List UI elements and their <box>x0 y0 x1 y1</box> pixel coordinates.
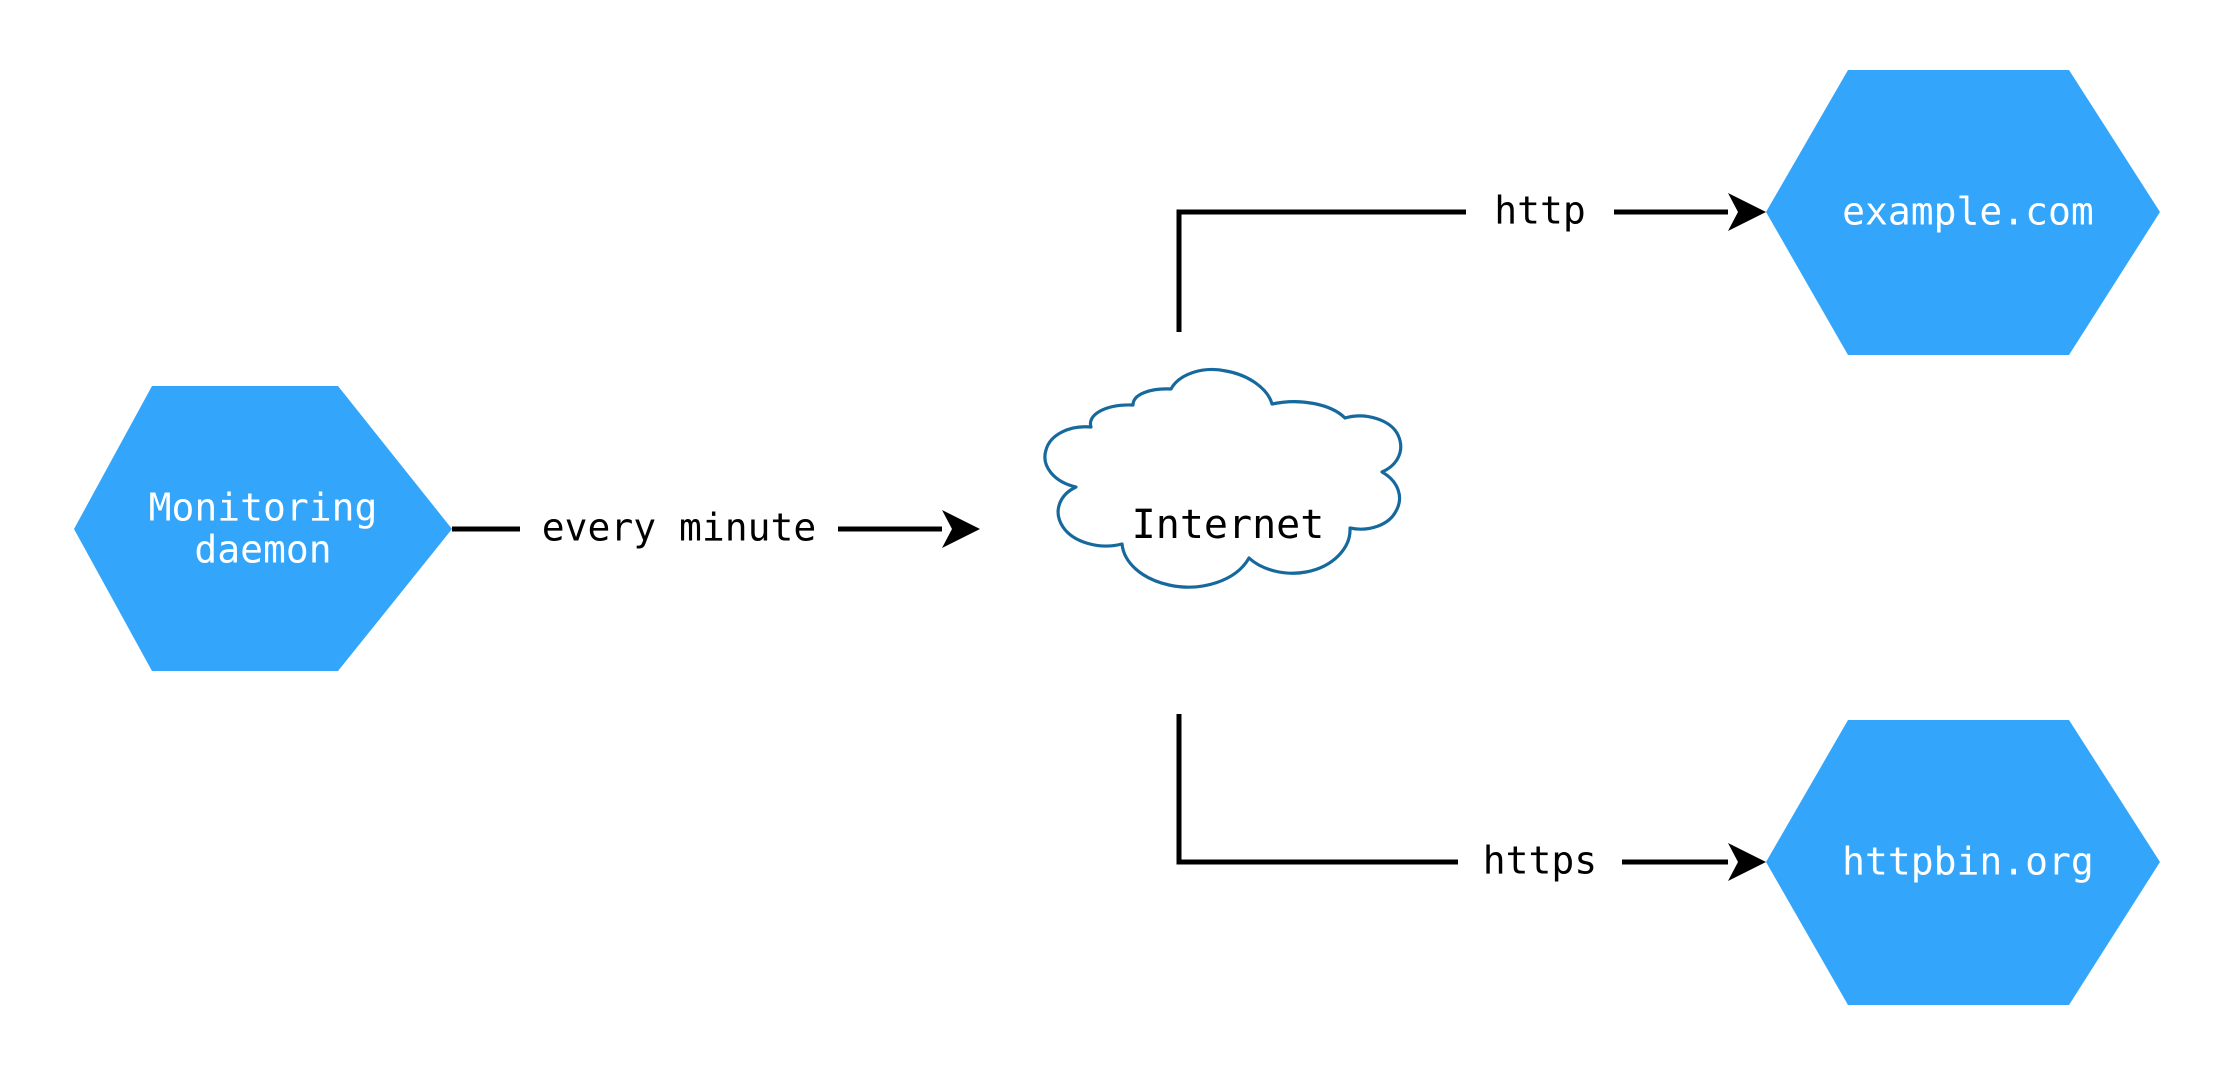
node-label-line-2: daemon <box>194 528 331 572</box>
edge-internet-to-httpbin: https <box>1176 714 1766 883</box>
arrow-head-icon <box>942 510 980 548</box>
hexagon-shape[interactable] <box>1766 70 2160 355</box>
arrow-head-icon <box>1728 193 1766 231</box>
hexagon-shape[interactable] <box>1766 720 2160 1005</box>
edge-elbow-lower <box>1176 714 1458 865</box>
node-label-example-com: example.com <box>1842 190 2094 234</box>
node-httpbin-org[interactable]: httpbin.org <box>1766 720 2160 1005</box>
edge-elbow-upper <box>1176 209 1466 332</box>
node-monitoring-daemon[interactable]: Monitoring daemon <box>74 386 452 671</box>
edge-daemon-to-internet: every minute <box>452 506 980 550</box>
cloud-shape[interactable] <box>1043 367 1403 589</box>
edge-label-http: http <box>1494 189 1586 233</box>
edge-label-every-minute: every minute <box>542 506 817 550</box>
hexagon-shape[interactable] <box>74 386 452 671</box>
node-label-internet: Internet <box>1132 502 1325 548</box>
edge-label-https: https <box>1483 839 1597 883</box>
node-example-com[interactable]: example.com <box>1766 70 2160 355</box>
node-label-line-1: Monitoring <box>149 486 378 530</box>
node-label-httpbin-org: httpbin.org <box>1842 840 2094 884</box>
edge-internet-to-example: http <box>1176 189 1766 332</box>
node-internet[interactable]: Internet <box>1043 367 1403 589</box>
arrow-head-icon <box>1728 843 1766 881</box>
